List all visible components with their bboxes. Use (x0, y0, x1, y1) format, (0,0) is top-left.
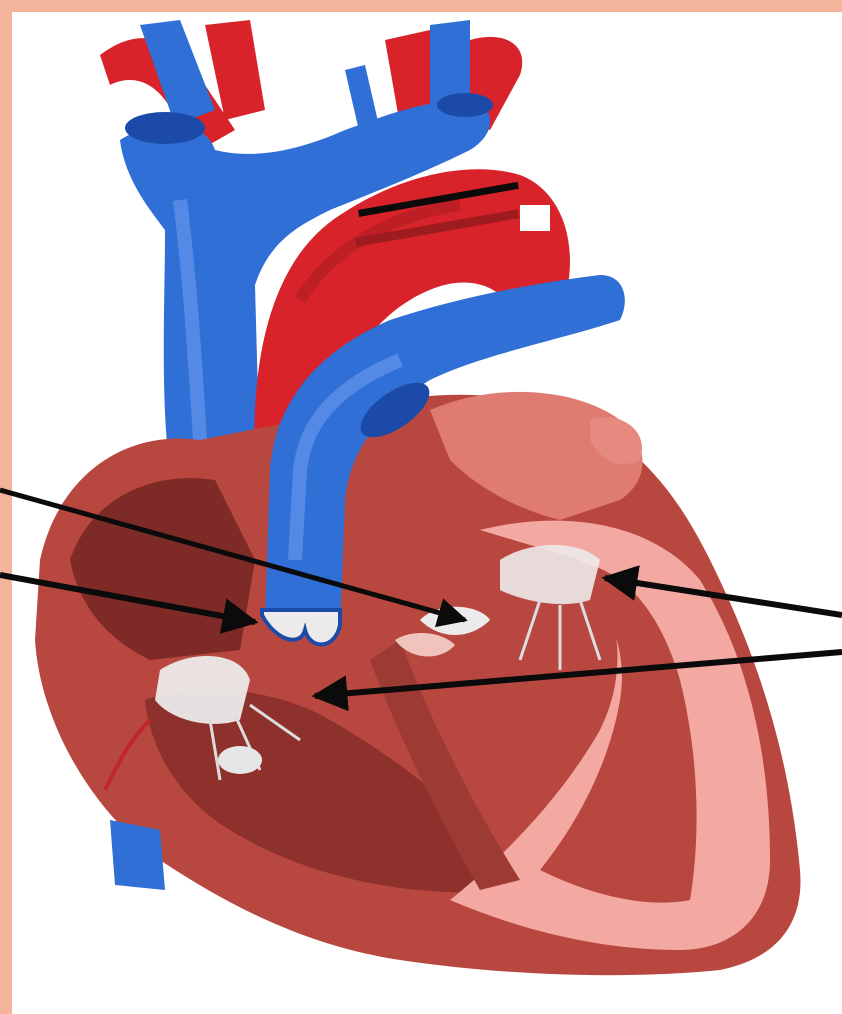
left-vessel-opening (125, 112, 205, 144)
right-vessel-opening (437, 93, 493, 117)
inferior-vena-cava (110, 820, 165, 890)
label-whiteout (520, 205, 550, 231)
